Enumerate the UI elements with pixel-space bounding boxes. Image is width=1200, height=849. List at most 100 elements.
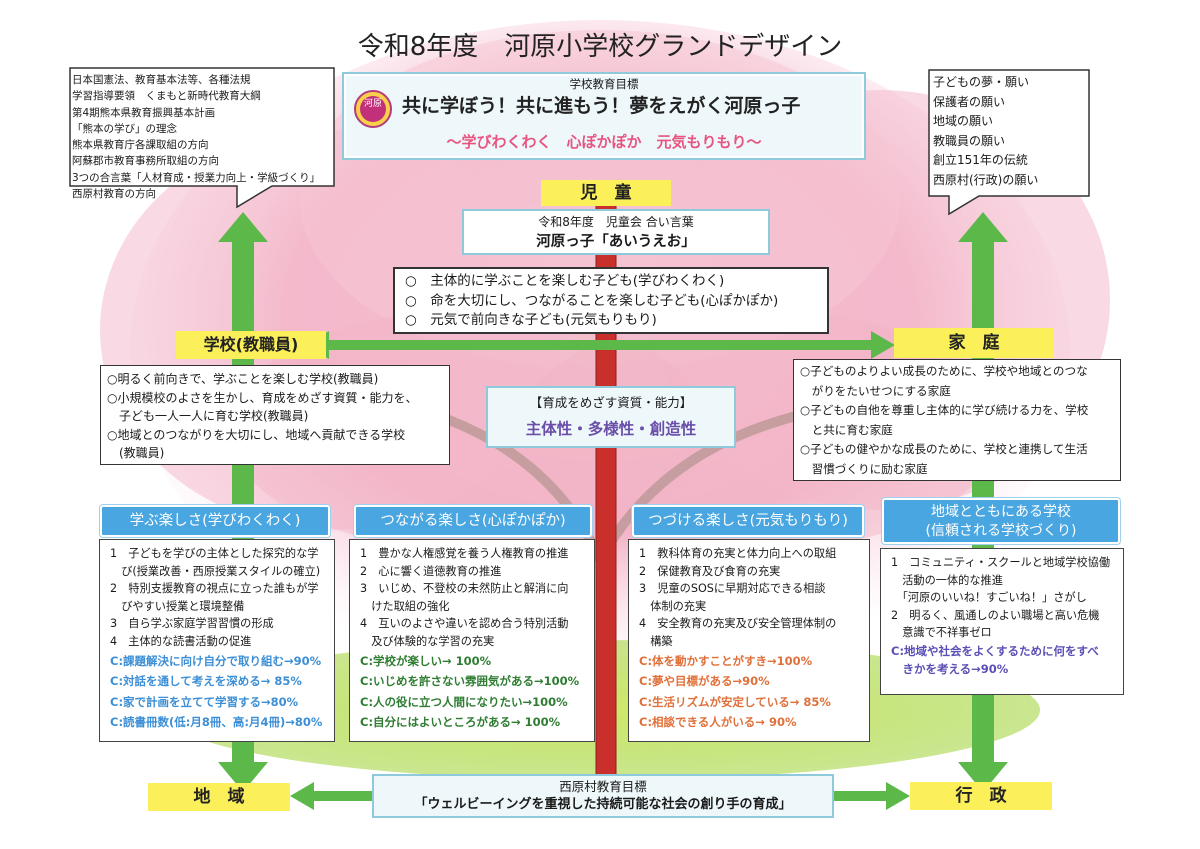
column-item: 及び体験的な学習の充実 bbox=[360, 634, 495, 648]
motto-line1: 令和8年度 児童会 合い言葉 bbox=[538, 215, 694, 229]
column-tab: 地域とともにある学校 (信頼される学校づくり) bbox=[882, 498, 1120, 544]
column-target: きかを考える→90% bbox=[891, 661, 1009, 676]
column-item: 活動の一体的な推進 bbox=[891, 573, 1003, 587]
column-target: C:対話を通して考えを深める→ 85% bbox=[110, 674, 302, 689]
competency-box: 【育成をめざす資質・能力】 主体性・多様性・創造性 bbox=[486, 386, 736, 448]
column-item: びやすい授業と環境整備 bbox=[110, 599, 245, 613]
laws-item: 熊本県教育庁各課取組の方向 bbox=[72, 139, 209, 152]
column-detail-box: 1 コミュニティ・スクールと地域学校協働 活動の一体的な推進 「河原のいいね！す… bbox=[880, 548, 1124, 695]
column-target: C:課題解決に向け自分で取り組む→90% bbox=[110, 653, 322, 668]
child-goal-item: ○ 主体的に学ぶことを楽しむ子ども(学びわくわく) bbox=[405, 273, 725, 289]
column-item: 4 主体的な読書活動の促進 bbox=[110, 634, 252, 648]
column-detail-box: 1 子どもを学びの主体とした探究的な学 び(授業改善・西原授業スタイルの確立) 2… bbox=[99, 539, 335, 742]
middle-horizontal-arrow bbox=[305, 331, 895, 359]
family-role-line: と共に育む家庭 bbox=[800, 422, 893, 437]
column-target: C:相談できる人がいる→ 90% bbox=[639, 715, 797, 730]
wish-item: 創立151年の伝統 bbox=[933, 153, 1028, 167]
school-roles-box: ○明るく前向きで、学ぶことを楽しむ学校(教職員) ○小規模校のよさを生かし、育成を… bbox=[100, 365, 450, 465]
school-goal-box: 学校教育目標 河原 共に学ぼう！共に進もう！夢をえがく河原っ子 ～学びわくわく … bbox=[342, 72, 866, 160]
school-role-line: ○明るく前向きで、学ぶことを楽しむ学校(教職員) bbox=[107, 372, 379, 386]
school-role-line: 子ども一人一人に育む学校(教職員) bbox=[107, 409, 309, 423]
gakko-label: 学校(教職員) bbox=[176, 331, 326, 359]
column-item: 体制の充実 bbox=[639, 599, 707, 613]
laws-item: 学習指導要領 くまもと新時代教育大綱 bbox=[72, 90, 261, 103]
katei-label: 家 庭 bbox=[894, 328, 1054, 358]
family-role-line: ○子どものよりよい成長のために、学校や地域とのつな bbox=[800, 364, 1088, 378]
laws-item: 西原村教育の方向 bbox=[72, 188, 156, 201]
laws-item: 第4期熊本県教育振興基本計画 bbox=[72, 106, 216, 119]
column-target: C:夢や目標がある→90% bbox=[639, 674, 770, 689]
family-role-line: ○子どもの自他を尊重し主体的に学び続ける力を、学校 bbox=[800, 403, 1089, 418]
column-item: 2 心に響く道徳教育の推進 bbox=[360, 564, 502, 578]
column-item: 3 いじめ、不登校の未然防止と解消に向 bbox=[360, 582, 569, 596]
school-emblem-text: 河原 bbox=[364, 99, 383, 109]
school-goal-title: 共に学ぼう！共に進もう！夢をえがく河原っ子 bbox=[402, 95, 801, 117]
laws-box: 日本国憲法、教育基本法等、各種法規学習指導要領 くまもと新時代教育大綱第4期熊本… bbox=[62, 66, 342, 211]
column-tab: 学ぶ楽しさ(学びわくわく) bbox=[100, 505, 330, 537]
column-item: 2 保健教育及び食育の充実 bbox=[639, 564, 781, 578]
column-target: C:いじめを許さない雰囲気がある→100% bbox=[360, 674, 580, 689]
column-target: C:自分にはよいところがある→ 100% bbox=[360, 715, 561, 730]
column-item: 1 子どもを学びの主体とした探究的な学 bbox=[110, 547, 319, 560]
gyosei-label: 行 政 bbox=[910, 782, 1052, 810]
school-role-line: ○地域とのつながりを大切にし、地域へ貢献できる学校 bbox=[107, 427, 406, 442]
school-goal-subtitle: ～学びわくわく 心ぽかぽか 元気もりもり～ bbox=[446, 133, 762, 151]
school-emblem-icon: 河原 bbox=[354, 90, 392, 128]
laws-item: 阿蘇郡市教育事務所取組の方向 bbox=[72, 155, 219, 168]
competency-heading: 【育成をめざす資質・能力】 bbox=[529, 395, 693, 410]
laws-item: 「熊本の学び」の理念 bbox=[72, 122, 177, 135]
laws-item: 日本国憲法、教育基本法等、各種法規 bbox=[72, 74, 251, 86]
chiiki-label: 地 域 bbox=[148, 783, 290, 811]
laws-item: 3つの合言葉「人材育成・授業力向上・学級づくり」 bbox=[72, 171, 321, 184]
wish-item: 保護者の願い bbox=[933, 94, 1006, 109]
column-item: 1 コミュニティ・スクールと地域学校協働 bbox=[891, 556, 1111, 569]
family-roles-box: ○子どものよりよい成長のために、学校や地域とのつな がりをたいせつにする家庭 ○子… bbox=[793, 359, 1121, 481]
column-item: 1 豊かな人権感覚を養う人権教育の推進 bbox=[360, 547, 569, 560]
wish-item: 教職員の願い bbox=[933, 133, 1006, 148]
competency-value: 主体性・多様性・創造性 bbox=[525, 420, 697, 438]
school-role-line: (教職員) bbox=[107, 446, 165, 460]
column-item: 3 児童のSOSに早期対応できる相談 bbox=[639, 582, 826, 596]
column-target: C:家で計画を立てて学習する→80% bbox=[110, 694, 299, 709]
column-item: 意識で不祥事ゼロ bbox=[891, 626, 992, 640]
school-role-line: ○小規模校のよさを生かし、育成をめざす資質・能力を、 bbox=[107, 390, 418, 405]
column-item: けた取組の強化 bbox=[360, 599, 450, 613]
school-goal-label: 学校教育目標 bbox=[569, 77, 639, 91]
column-item: 4 安全教育の充実及び安全管理体制の bbox=[639, 617, 837, 631]
column-item: 3 自ら学ぶ家庭学習習慣の形成 bbox=[110, 617, 274, 631]
column-item: 4 互いのよさや違いを認め合う特別活動 bbox=[360, 617, 569, 631]
motto-line2: 河原っ子「あいうえお」 bbox=[536, 234, 696, 250]
wish-item: 地域の願い bbox=[933, 114, 994, 128]
column-item: 1 教科体育の充実と体力向上への取組 bbox=[639, 547, 837, 560]
column-item: 2 特別支援教育の視点に立った誰もが学 bbox=[110, 582, 319, 596]
wishes-box: 子どもの夢・願い保護者の願い地域の願い教職員の願い創立151年の伝統西原村(行政… bbox=[905, 68, 1091, 216]
jidou-label: 児 童 bbox=[541, 180, 671, 206]
family-role-line: がりをたいせつにする家庭 bbox=[800, 383, 951, 398]
child-goal-item: ○ 元気で前向きな子ども(元気もりもり) bbox=[405, 312, 657, 328]
children-goals-box: ○ 主体的に学ぶことを楽しむ子ども(学びわくわく) ○ 命を大切にし、つながること… bbox=[393, 267, 829, 334]
wish-item: 西原村(行政)の願い bbox=[933, 172, 1039, 187]
column-target: C:地域や社会をよくするために何をすべ bbox=[891, 643, 1099, 658]
wish-item: 子どもの夢・願い bbox=[933, 75, 1030, 89]
column-target: C:体を動かすことがすき→100% bbox=[639, 653, 813, 668]
column-target: C:読書冊数(低:月8冊、高:月4冊)→80% bbox=[110, 715, 323, 730]
family-role-line: 習慣づくりに励む家庭 bbox=[800, 461, 928, 476]
left-vertical-arrow bbox=[218, 212, 268, 792]
motto-box: 令和8年度 児童会 合い言葉 河原っ子「あいうえお」 bbox=[462, 209, 770, 255]
column-item: 構築 bbox=[639, 634, 673, 648]
column-item: 2 明るく、風通しのよい職場と高い危機 bbox=[891, 608, 1100, 622]
family-role-line: ○子どもの健やかな成長のために、学校と連携して生活 bbox=[800, 442, 1088, 457]
village-goal-text: 「ウェルビーイングを重視した持続可能な社会の創り手の育成」 bbox=[414, 797, 792, 812]
village-goal-box: 西原村教育目標 「ウェルビーイングを重視した持続可能な社会の創り手の育成」 bbox=[372, 774, 834, 818]
column-target: C:学校が楽しい→ 100% bbox=[360, 653, 492, 668]
column-target: C:人の役に立つ人間になりたい→100% bbox=[360, 694, 568, 709]
column-target: C:生活リズムが安定している→ 85% bbox=[639, 694, 831, 709]
column-detail-box: 1 教科体育の充実と体力向上への取組 2 保健教育及び食育の充実 3 児童のSOSに… bbox=[628, 539, 870, 742]
column-item: び(授業改善・西原授業スタイルの確立) bbox=[110, 564, 321, 578]
column-tab: つづける楽しさ(元気もりもり) bbox=[632, 505, 864, 537]
column-tab: つながる楽しさ(心ぽかぽか) bbox=[354, 505, 592, 537]
page-title: 令和8年度 河原小学校グランドデザイン bbox=[357, 32, 843, 62]
column-detail-box: 1 豊かな人権感覚を養う人権教育の推進 2 心に響く道徳教育の推進 3 いじめ、不登… bbox=[349, 539, 595, 742]
child-goal-item: ○ 命を大切にし、つながることを楽しむ子ども(心ぽかぽか) bbox=[405, 292, 779, 309]
column-item: 「河原のいいね！すごいね！」さがし bbox=[891, 591, 1087, 605]
